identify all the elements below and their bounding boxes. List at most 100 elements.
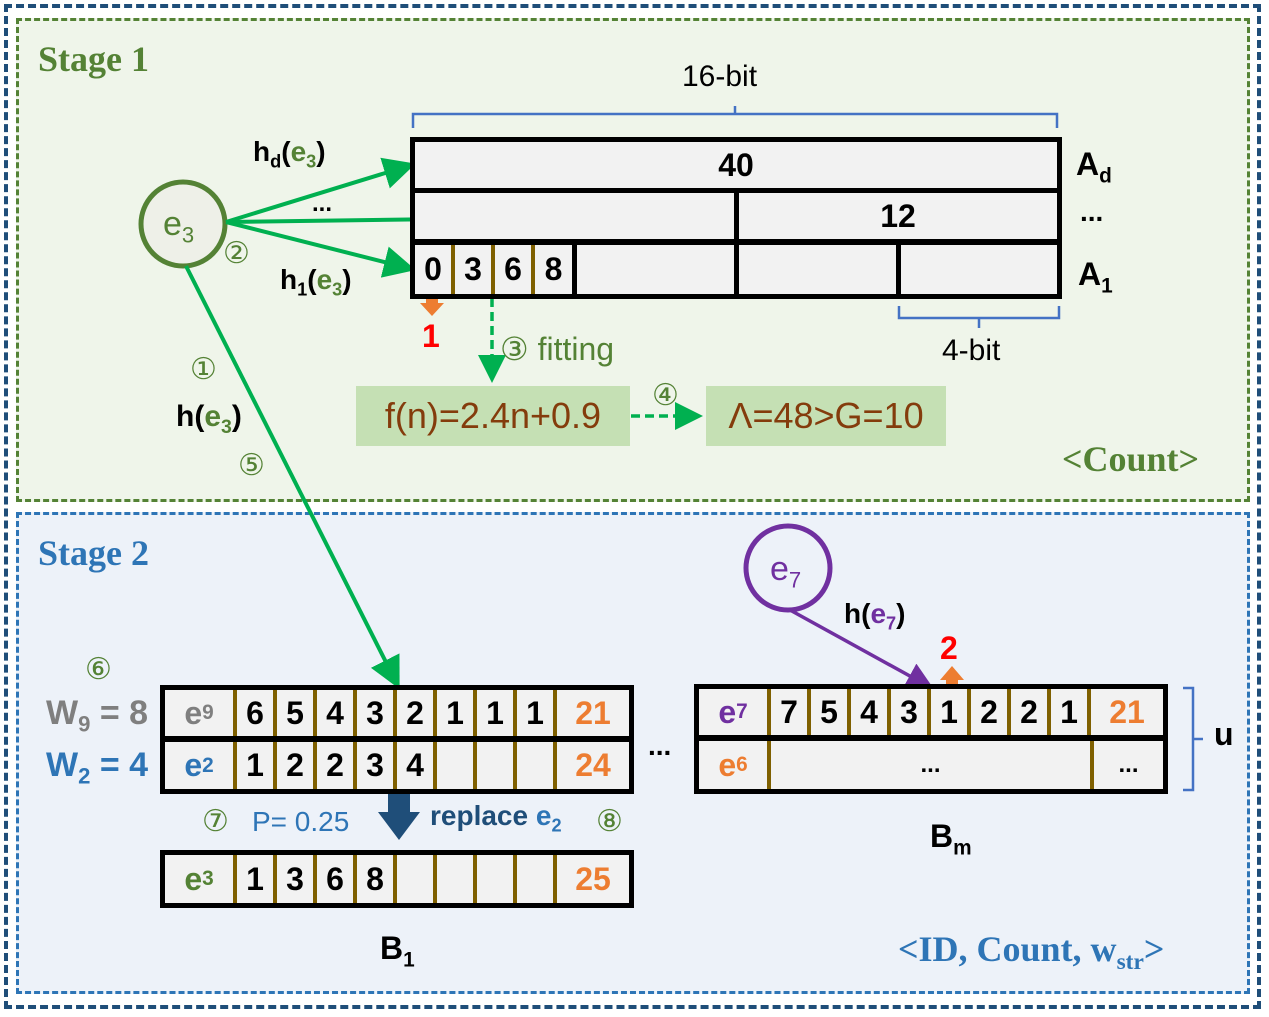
step-3-fitting: ③ fitting bbox=[500, 331, 615, 367]
width-16bit-label: 16-bit bbox=[682, 60, 758, 93]
increment-value-2: 2 bbox=[940, 630, 958, 666]
weight-w2: W2 = 4 bbox=[46, 746, 149, 789]
array-mid-label: ... bbox=[1080, 196, 1104, 227]
stage2-title: Stage 2 bbox=[38, 533, 149, 573]
count-cell: 3 bbox=[891, 689, 931, 735]
array-a1-cell: 3 bbox=[455, 245, 495, 294]
array-mid-cell bbox=[415, 193, 739, 239]
brace-4bit bbox=[897, 306, 1061, 328]
arrow-h1 bbox=[225, 220, 416, 278]
step-4-label: ④ bbox=[652, 379, 679, 412]
count-cell: 8 bbox=[357, 855, 397, 903]
array-mid: 12 bbox=[410, 188, 1062, 244]
count-cell: 6 bbox=[317, 855, 357, 903]
stage2-tag: <ID, Count, wstr> bbox=[898, 928, 1164, 976]
array-mid-cell: 12 bbox=[880, 197, 916, 234]
total-cell: 24 bbox=[575, 747, 611, 783]
array-a1-cell bbox=[577, 245, 739, 294]
count-cell: 3 bbox=[357, 742, 397, 789]
increment-value-1: 1 bbox=[422, 318, 440, 354]
array-ad-cell: 40 bbox=[718, 146, 754, 183]
count-cell bbox=[397, 855, 437, 903]
count-cell: 1 bbox=[517, 690, 557, 736]
count-cell: 1 bbox=[931, 689, 971, 735]
count-cell: 3 bbox=[357, 690, 397, 736]
array-ad-label: Ad bbox=[1076, 146, 1112, 188]
count-cell: 1 bbox=[477, 690, 517, 736]
count-cell: 1 bbox=[237, 742, 277, 789]
array-a1: 0 3 6 8 bbox=[410, 240, 1062, 299]
count-cell: 5 bbox=[811, 689, 851, 735]
count-cell: 1 bbox=[437, 690, 477, 736]
step-1-label: ① bbox=[190, 353, 217, 386]
h-e7-label: h(e7) bbox=[844, 598, 906, 634]
total-cell: 21 bbox=[1109, 693, 1145, 730]
count-cell bbox=[437, 855, 477, 903]
tag-prefix: <ID, Count, w bbox=[898, 929, 1117, 969]
step-8-label: ⑧ bbox=[596, 805, 623, 838]
count-cell: 2 bbox=[971, 689, 1011, 735]
e7-circle bbox=[743, 523, 833, 613]
step-6-label: ⑥ bbox=[85, 653, 112, 686]
replace-label: replace e2 bbox=[430, 800, 562, 836]
array-a1-cell: 8 bbox=[535, 245, 577, 294]
hash-h1-label: h1(e3) bbox=[280, 264, 352, 300]
step-2-label: ② bbox=[223, 237, 250, 270]
array-a1-label: A1 bbox=[1078, 256, 1113, 298]
fitting-formula: f(n)=2.4n+0.9 bbox=[356, 386, 630, 446]
step-5-label: ⑤ bbox=[238, 449, 265, 482]
array-ad: 40 bbox=[410, 137, 1062, 193]
weight-w9: W9 = 8 bbox=[46, 694, 149, 737]
threshold-formula: Λ=48>G=10 bbox=[706, 386, 946, 446]
count-cell: 2 bbox=[317, 742, 357, 789]
e3-label: e3 bbox=[163, 205, 195, 248]
e7-label: e7 bbox=[770, 550, 802, 593]
stage1-tag: <Count> bbox=[1062, 439, 1200, 479]
buckets-ellipsis: ... bbox=[648, 730, 672, 761]
count-cell bbox=[477, 855, 517, 903]
total-cell: 21 bbox=[575, 694, 611, 731]
array-a1-cell: 0 bbox=[415, 245, 455, 294]
hash-hd-label: hd(e3) bbox=[253, 136, 326, 172]
hash-ellipsis: ... bbox=[312, 190, 333, 217]
total-cell: 25 bbox=[575, 860, 611, 897]
array-a1-cell bbox=[901, 245, 1057, 294]
outer-frame bbox=[4, 4, 1261, 1009]
brace-u-label: u bbox=[1214, 716, 1234, 752]
count-cell: 6 bbox=[237, 690, 277, 736]
count-cell bbox=[517, 855, 557, 903]
arrow-h-e7 bbox=[789, 608, 935, 690]
count-cell: 2 bbox=[1011, 689, 1051, 735]
count-cell: 3 bbox=[277, 855, 317, 903]
arrow-hd bbox=[225, 157, 416, 224]
count-cell: 1 bbox=[1051, 689, 1091, 735]
array-a1-cell bbox=[739, 245, 901, 294]
count-cell bbox=[477, 742, 517, 789]
h-e3-label: h(e3) bbox=[176, 400, 242, 438]
count-cell: 4 bbox=[317, 690, 357, 736]
count-cell: 4 bbox=[397, 742, 437, 789]
count-cell: 7 bbox=[771, 689, 811, 735]
count-cell bbox=[517, 742, 557, 789]
array-a1-cell: 6 bbox=[495, 245, 535, 294]
count-cell: 4 bbox=[851, 689, 891, 735]
count-cell: 1 bbox=[237, 855, 277, 903]
step-7-label: ⑦ bbox=[202, 805, 229, 838]
bucketm-row-e6-counts: ... bbox=[771, 741, 1094, 789]
bucketm-label: Bm bbox=[930, 818, 972, 860]
replace-down-arrow bbox=[378, 788, 420, 840]
count-cell: 5 bbox=[277, 690, 317, 736]
bucketm-row-e6-total: ... bbox=[1118, 751, 1139, 778]
stage1-title: Stage 1 bbox=[38, 39, 149, 79]
tag-sub: str bbox=[1116, 949, 1144, 976]
e3-circle bbox=[138, 179, 228, 269]
